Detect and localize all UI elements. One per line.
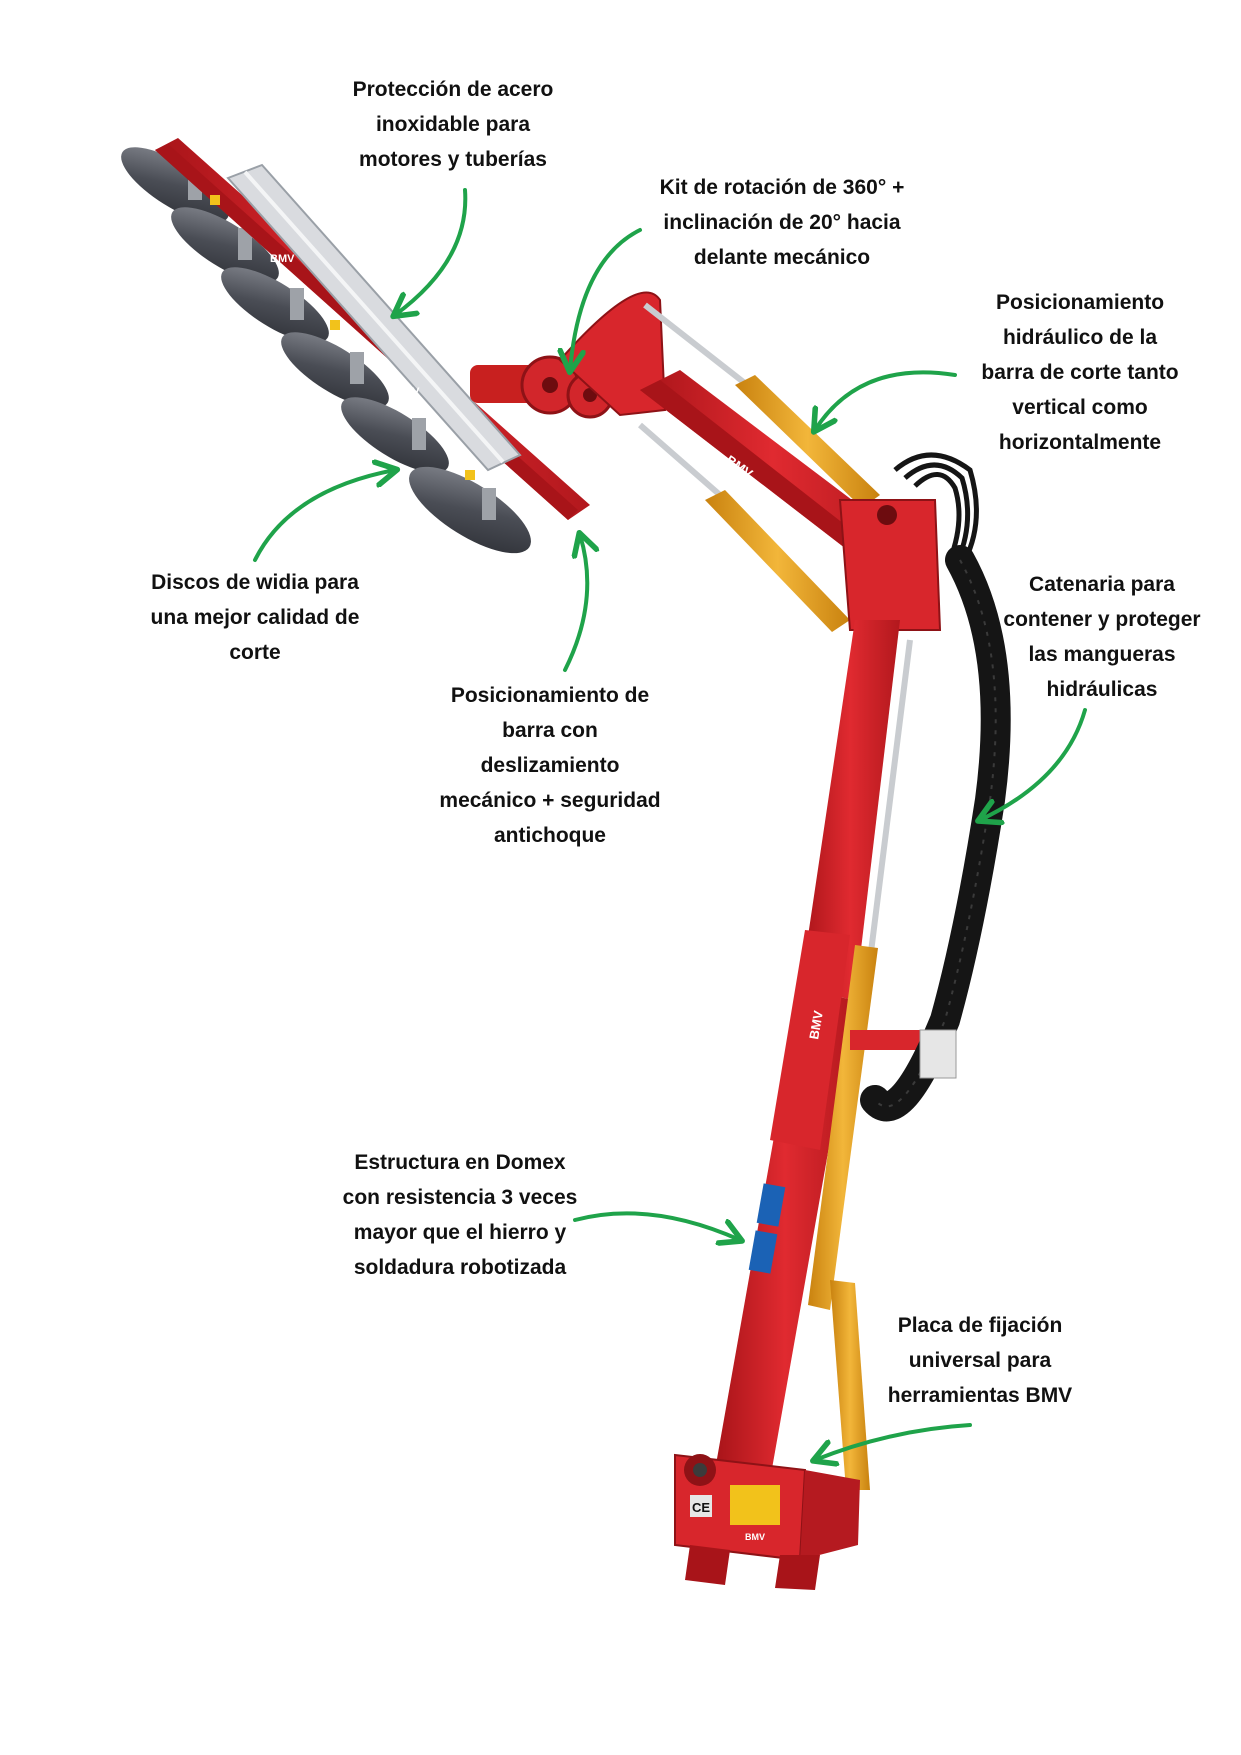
arrow-icon (573, 1211, 740, 1240)
catenary-chain (860, 545, 1011, 1122)
cutting-disc (221, 267, 329, 343)
brand-mark: BMV (745, 1532, 765, 1542)
arrow-icon (815, 1423, 972, 1460)
callout-line: hidráulico de la (1002, 326, 1158, 349)
mounting-plate: CE BMV (674, 1453, 860, 1590)
callout-line: Kit de rotación de 360° + (659, 176, 905, 199)
callout-line: barra de corte tanto (981, 361, 1179, 384)
callout-line: Placa de fijación (897, 1314, 1063, 1337)
arrow-icon (815, 370, 957, 430)
callout-line: Estructura en Domex (354, 1151, 566, 1174)
ce-mark-icon: CE (692, 1500, 710, 1515)
upper-arm: BMV (640, 370, 979, 632)
callout-line: herramientas BMV (887, 1384, 1073, 1407)
callout-line: soldadura robotizada (353, 1256, 567, 1279)
callout-line: las mangueras (1028, 643, 1176, 666)
brand-mark: BMV (270, 253, 295, 265)
callout-line: inclinación de 20° hacia (663, 211, 901, 234)
callout-line: horizontalmente (998, 431, 1162, 454)
arrow-icon (570, 228, 642, 370)
hydraulic-cylinder (705, 490, 850, 632)
widia-discs (121, 147, 531, 554)
cutting-disc (281, 332, 389, 408)
cutting-disc (121, 147, 229, 223)
callout-line: Protección de acero (352, 78, 554, 101)
callout-plate: Placa de fijación universal para herrami… (870, 1308, 1090, 1413)
callout-line: delante mecánico (693, 246, 871, 269)
warning-sticker-icon (919, 1029, 957, 1079)
brand-mark: BMV (395, 386, 420, 398)
callout-line: mayor que el hierro y (353, 1221, 567, 1244)
arrow-icon (395, 188, 468, 315)
callout-line: corte (229, 641, 281, 664)
cutting-disc (171, 207, 279, 283)
arrow-icon (980, 708, 1087, 820)
callout-catenary: Catenaria para contener y proteger las m… (982, 567, 1222, 707)
callout-line: Posicionamiento (995, 291, 1165, 314)
callout-structure: Estructura en Domex con resistencia 3 ve… (325, 1145, 595, 1285)
warning-sticker-icon (730, 1485, 780, 1525)
info-sticker-icon (756, 1183, 786, 1227)
callout-protection: Protección de acero inoxidable para moto… (333, 72, 573, 177)
callout-line: con resistencia 3 veces (342, 1186, 578, 1209)
callout-line: Posicionamiento de (450, 684, 650, 707)
callout-line: vertical como (1012, 396, 1148, 419)
callout-line: antichoque (493, 824, 606, 847)
callout-line: motores y tuberías (359, 148, 547, 171)
callout-line: inoxidable para (375, 113, 531, 136)
callout-arrows (253, 188, 1087, 1460)
cutter-bar-assembly: BMV BMV (121, 138, 590, 554)
callout-line: universal para (908, 1349, 1052, 1372)
callout-bar-positioning: Posicionamiento de barra con deslizamien… (430, 678, 670, 853)
callout-line: contener y proteger (1003, 608, 1201, 631)
rotation-head (470, 291, 762, 498)
brand-mark: BMV (806, 1009, 826, 1040)
callout-rotation-kit: Kit de rotación de 360° + inclinación de… (632, 170, 932, 275)
callout-line: hidráulicas (1046, 678, 1158, 701)
cutting-disc (409, 466, 531, 554)
callout-line: deslizamiento (480, 754, 620, 777)
arrow-icon (563, 535, 587, 672)
arrow-icon (253, 470, 395, 562)
callout-line: barra con (502, 719, 598, 742)
main-column: BMV (715, 620, 920, 1490)
callout-line: una mejor calidad de (150, 606, 360, 629)
callout-line: Catenaria para (1029, 573, 1175, 596)
callout-widia-discs: Discos de widia para una mejor calidad d… (130, 565, 380, 670)
cutting-disc (341, 397, 449, 473)
hydraulic-cylinder (735, 375, 880, 508)
callout-line: mecánico + seguridad (439, 789, 661, 812)
hydraulic-cylinder (830, 1280, 870, 1490)
callout-line: Discos de widia para (151, 571, 359, 594)
callout-hydraulic-positioning: Posicionamiento hidráulico de la barra d… (960, 285, 1200, 460)
info-sticker-icon (748, 1230, 778, 1274)
